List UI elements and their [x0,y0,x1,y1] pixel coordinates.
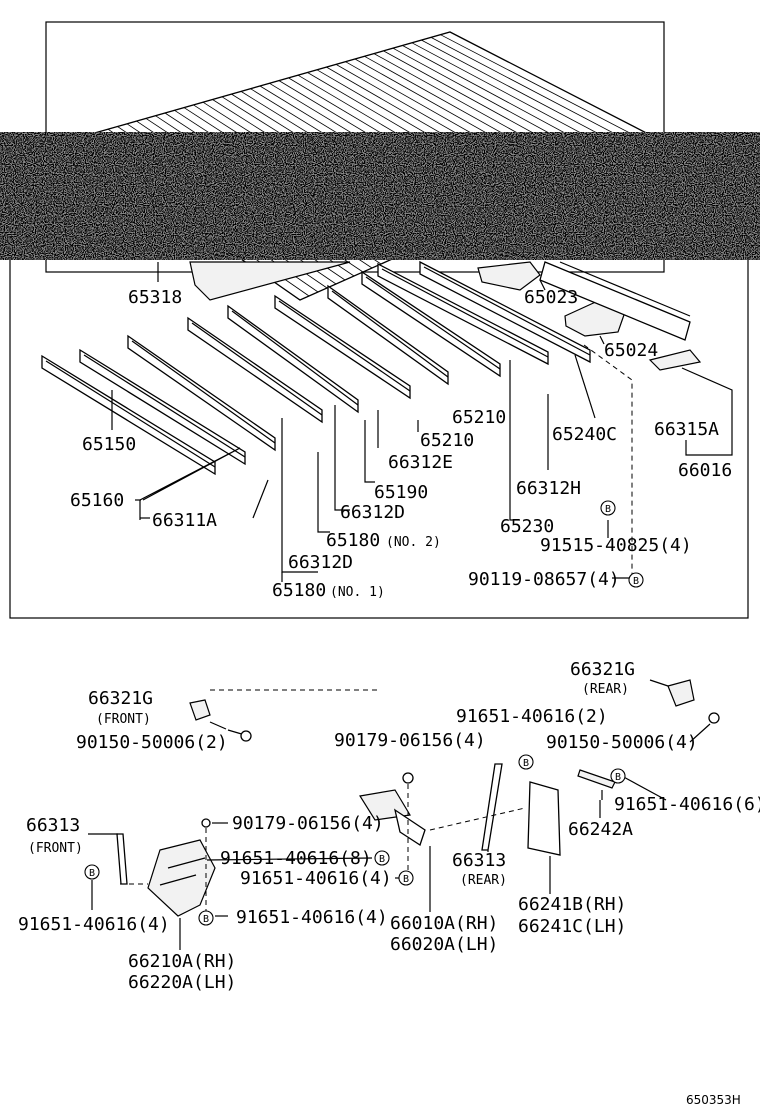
callout-66312h: 66312H [516,478,581,499]
bolt-marker-label: B [379,854,385,865]
bracket-65023-part [477,261,541,291]
callout-65210_a: 65210 [452,407,506,428]
callout-65160: 65160 [70,490,124,511]
callout-note-66321g_front: (FRONT) [96,712,151,727]
callout-91515: 91515-40825(4) [540,535,692,556]
callout-66312e: 66312E [388,452,453,473]
bracket-66321g-rear-part [667,679,695,707]
callout-91651_4c: 91651-40616(4) [236,907,388,928]
bracket-66016-part [648,349,702,371]
callout-note-66321g_rear: (REAR) [582,682,629,697]
bolt-marker-b: B [610,768,626,784]
callout-65180_2: 65180 [326,530,380,551]
noise-band [0,132,760,260]
mud-flap-66241-part [527,781,561,856]
callout-65240c: 65240C [552,424,617,445]
callout-note-65180_2: (NO. 2) [386,535,441,550]
callout-66241c: 66241C(LH) [518,916,626,937]
callout-90150_rear: 90150-50006(4) [546,732,698,753]
callout-91651_4a: 91651-40616(4) [240,868,392,889]
bolt-marker-label: B [89,868,95,879]
callout-66020a: 66020A(LH) [390,934,498,955]
callout-91651_2: 91651-40616(2) [456,706,608,727]
callout-65180_1: 65180 [272,580,326,601]
lower-assembly [88,679,720,950]
callout-91651_6: 91651-40616(6) [614,794,760,815]
callout-66321g_front: 66321G [88,688,153,709]
callout-66313_rear: 66313 [452,850,506,871]
bolt-marker-label: B [203,914,209,925]
callout-66315a: 66315A [654,419,719,440]
bolt-marker-b: B [600,500,616,516]
callout-65230: 65230 [500,516,554,537]
callout-65190: 65190 [374,482,428,503]
callout-91651_8: 91651-40616(8) [220,848,372,869]
callout-66242a: 66242A [568,819,633,840]
callout-65210_b: 65210 [420,430,474,451]
callout-90119: 90119-08657(4) [468,569,620,590]
cross-members [41,260,591,476]
bolt-marker-b: B [398,870,414,886]
bracket-66321g-front-part [189,699,211,721]
rail-right-part [539,261,691,341]
upper-leaders [111,262,733,582]
floor-panel-65318 [189,261,351,301]
callout-91651_4b: 91651-40616(4) [18,914,170,935]
callout-66313_front: 66313 [26,815,80,836]
callout-65024: 65024 [604,340,658,361]
callout-labels: 65318 65023 65024 65150 65160 66311A 66312D 663… [18,287,760,1107]
mudguard-66210a-part [147,839,216,917]
callout-65318: 65318 [128,287,182,308]
bolt-marker-label: B [605,504,611,515]
diagram-code: 650353H [686,1093,741,1107]
callout-66312d_b: 66312D [288,552,353,573]
callout-66241b: 66241B(RH) [518,894,626,915]
bolt-marker-b: B [84,864,100,880]
callout-90179_4b: 90179-06156(4) [232,813,384,834]
stay-66313-rear-part [481,763,503,851]
callout-66312d_a: 66312D [340,502,405,523]
bolt-markers: B B B B B B B B [84,500,644,926]
bolt-marker-b: B [374,850,390,866]
callout-note-66313_rear: (REAR) [460,873,507,888]
callout-66220a: 66220A(LH) [128,972,236,993]
bolt-marker-label: B [615,772,621,783]
callout-note-66313_front: (FRONT) [28,841,83,856]
bolt-marker-label: B [633,576,639,587]
bolt-marker-label: B [403,874,409,885]
callout-66210a: 66210A(RH) [128,951,236,972]
callout-66311a: 66311A [152,510,217,531]
callout-90179_4a: 90179-06156(4) [334,730,486,751]
bolt-marker-b: B [198,910,214,926]
callout-66010a: 66010A(RH) [390,913,498,934]
stay-66313-front-part [116,833,128,885]
plate-66242a-part [577,769,616,789]
bolt-marker-b: B [518,754,534,770]
callout-66016: 66016 [678,460,732,481]
callout-90150_front: 90150-50006(2) [76,732,228,753]
bolt-marker-label: B [523,758,529,769]
callout-65023: 65023 [524,287,578,308]
callout-65150: 65150 [82,434,136,455]
callout-note-65180_1: (NO. 1) [330,585,385,600]
bolt-marker-b: B [628,572,644,588]
callout-66321g_rear: 66321G [570,659,635,680]
